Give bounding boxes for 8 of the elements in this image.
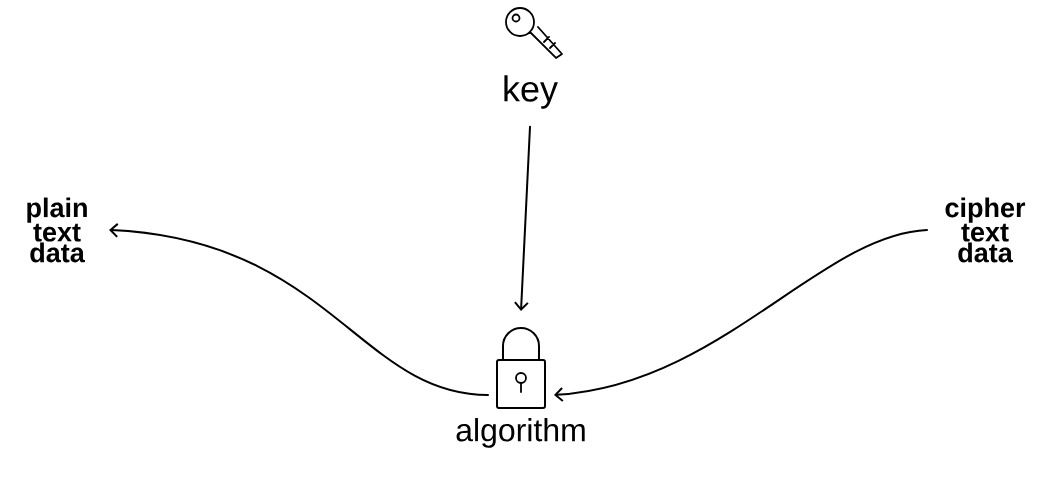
arrow: [109, 222, 489, 396]
arrow: [554, 229, 928, 402]
node-label: plain text data: [27, 197, 87, 263]
node-label: key: [504, 7, 563, 109]
node-caption: algorithm: [456, 418, 585, 448]
arrow: [513, 125, 531, 311]
node-label: cipher text data: [945, 197, 1026, 263]
padlock-icon: [496, 327, 546, 409]
